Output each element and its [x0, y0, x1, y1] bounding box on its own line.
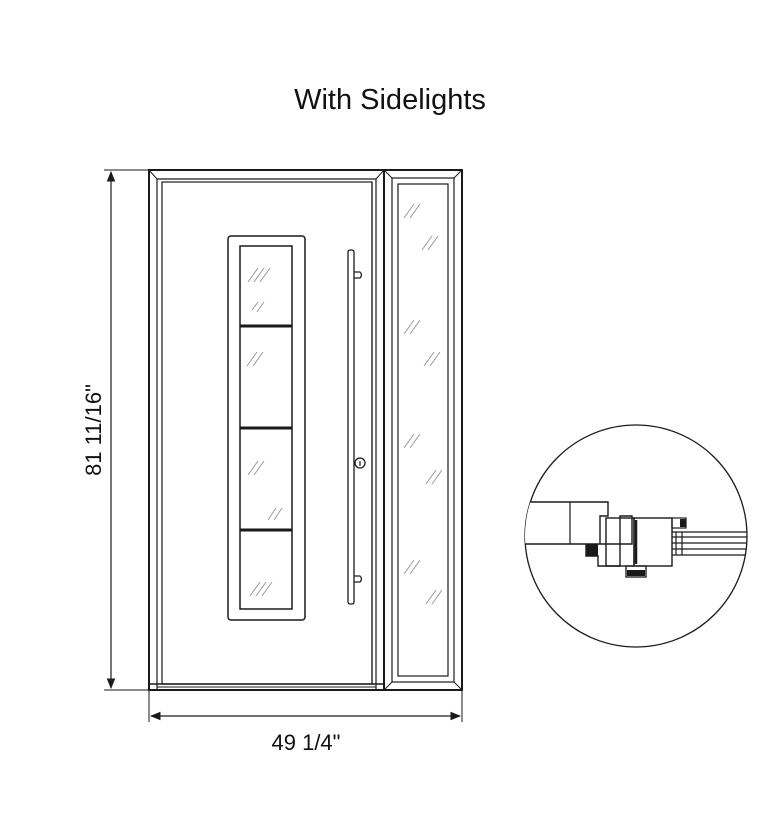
- height-label: 81 11/16": [81, 384, 106, 476]
- door-glass-window: [227, 235, 306, 621]
- height-dimension: 81 11/16": [81, 169, 149, 691]
- sidelight-panel: [383, 169, 463, 691]
- main-door: [148, 169, 385, 691]
- drawing-title: With Sidelights: [294, 84, 486, 116]
- frame-profile-section: [524, 424, 748, 648]
- lock-cylinder-icon: [354, 457, 366, 469]
- width-dimension: 49 1/4": [148, 690, 463, 755]
- door-handle: [347, 249, 363, 605]
- width-label: 49 1/4": [272, 730, 341, 755]
